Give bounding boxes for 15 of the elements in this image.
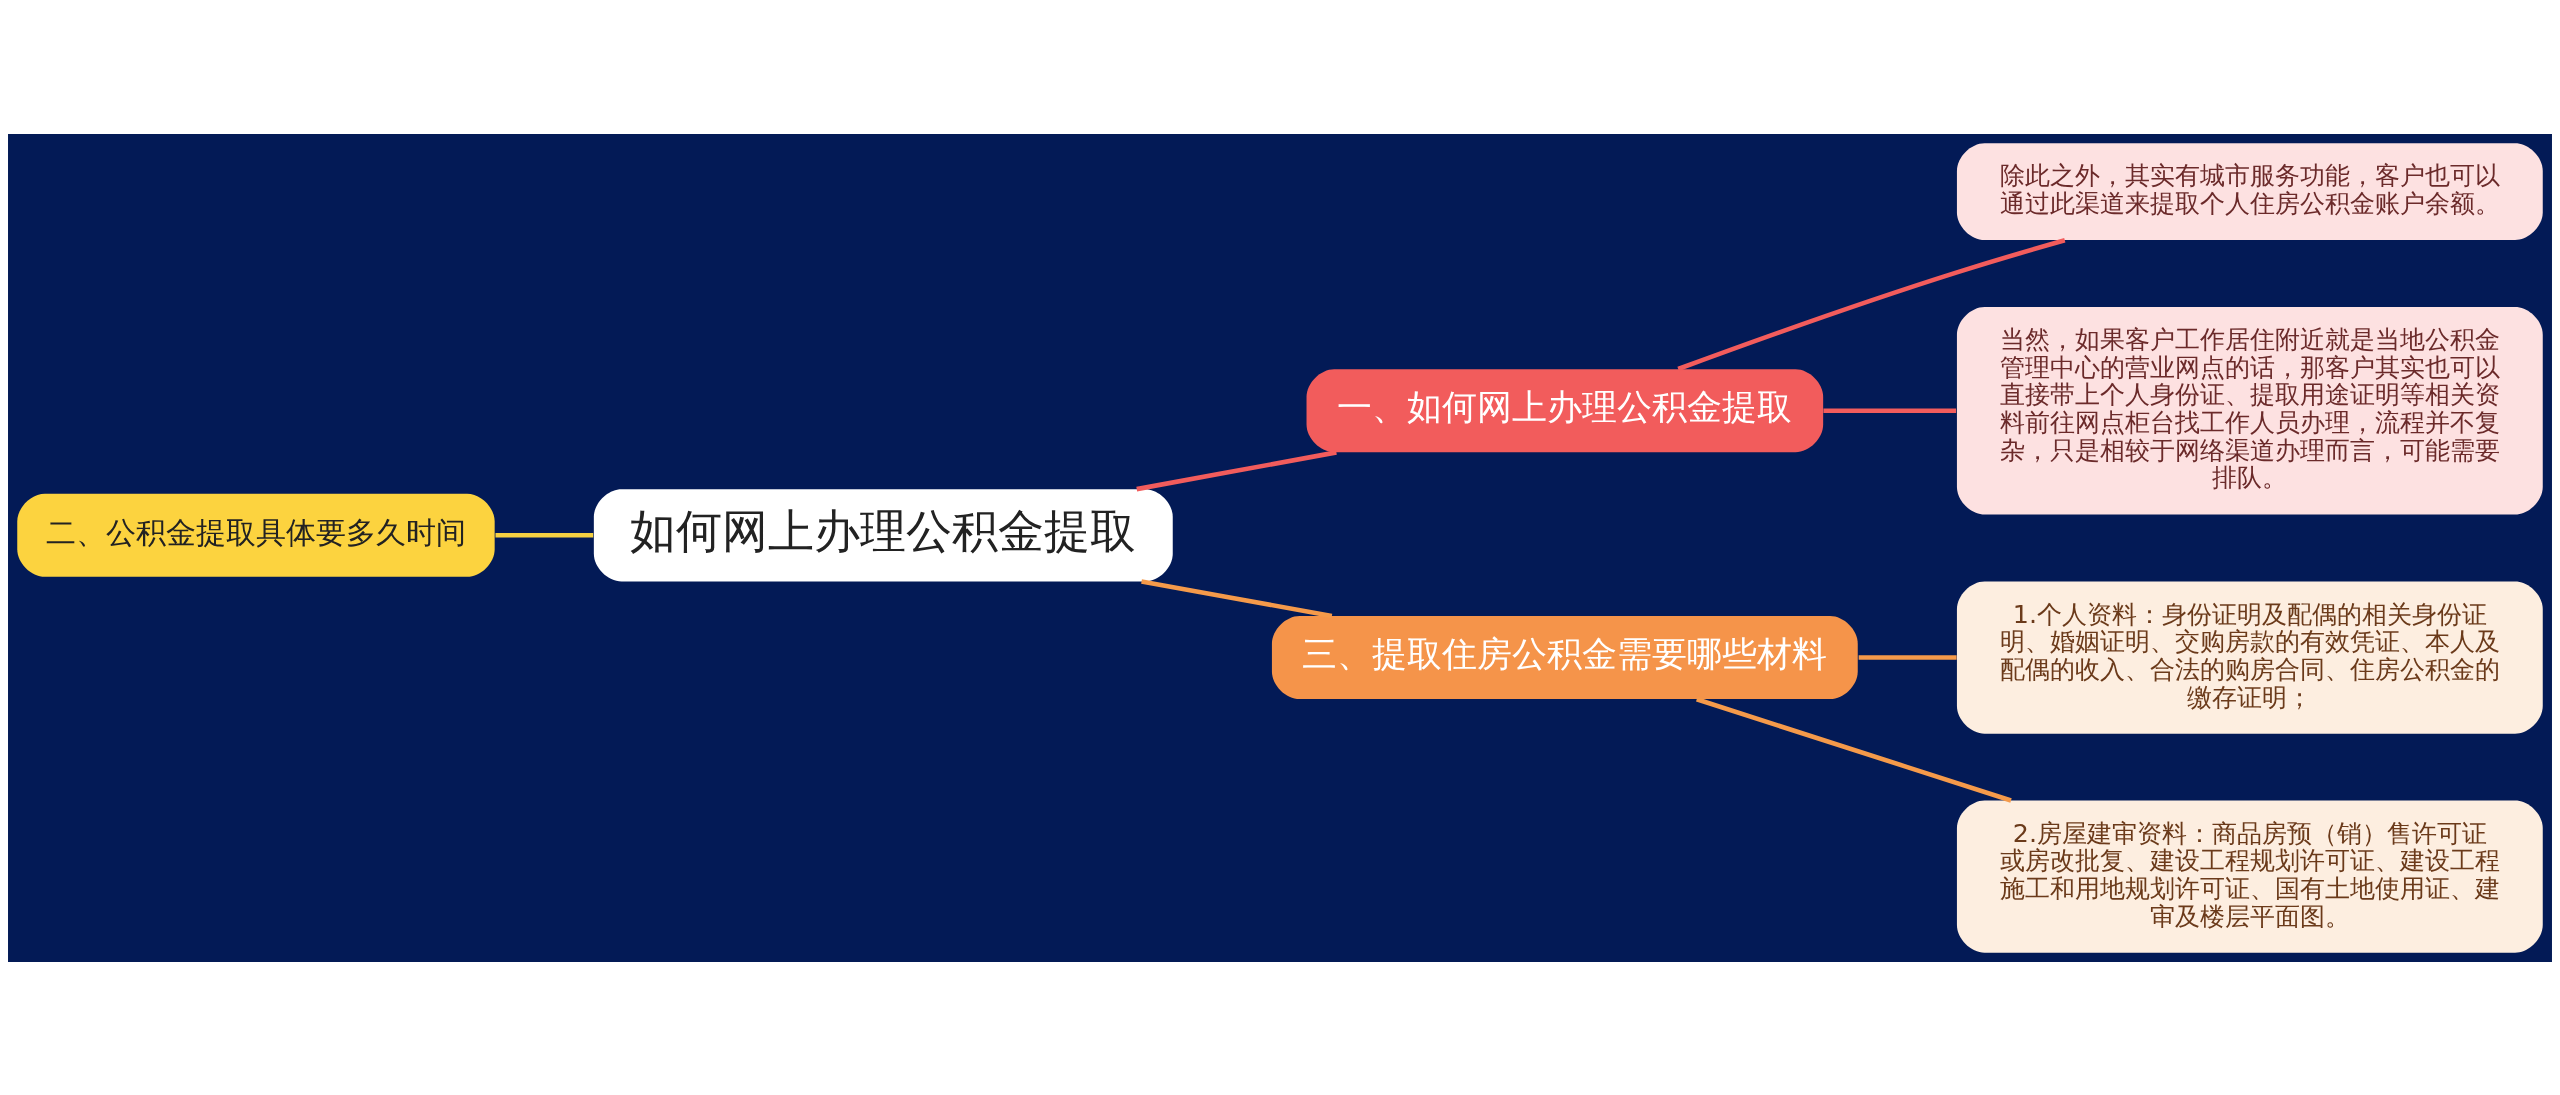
node-box: 三、提取住房公积金需要哪些材料 [1271, 615, 1858, 699]
node-box: 1.个人资料：身份证明及配偶的相关身份证明、婚姻证明、交购房款的有效凭证、本人及配偶的收入、合法的购房合同、住房公积金的缴存证明； [1956, 580, 2543, 734]
connector [495, 532, 594, 538]
connector [1677, 237, 2066, 371]
node-box: 当然，如果客户工作居住附近就是当地公积金管理中心的营业网点的话，那客户其实也可以直接带上个人身份证、提取用途证明等相关资料前往网点柜台找工作人员办理，流程并不复杂，只是相较于网络渠道办理而言，可能需要排队。 [1956, 306, 2543, 515]
connector [1696, 696, 2012, 803]
connector [1858, 654, 1957, 660]
node-box: 二、公积金提取具体要多久时间 [17, 493, 495, 577]
connector [1823, 407, 1957, 413]
node-box: 2.房屋建审资料：商品房预（销）售许可证或房改批复、建设工程规划许可证、建设工程施工和用地规划许可证、国有土地使用证、建审及楼层平面图。 [1956, 800, 2543, 953]
connector [1136, 449, 1337, 491]
node-box: 除此之外，其实有城市服务功能，客户也可以通过此渠道来提取个人住房公积金账户余额。 [1956, 142, 2543, 240]
node-box: 一、如何网上办理公积金提取 [1306, 368, 1824, 452]
connector [1141, 578, 1333, 618]
node-box: 如何网上办理公积金提取 [593, 488, 1173, 581]
